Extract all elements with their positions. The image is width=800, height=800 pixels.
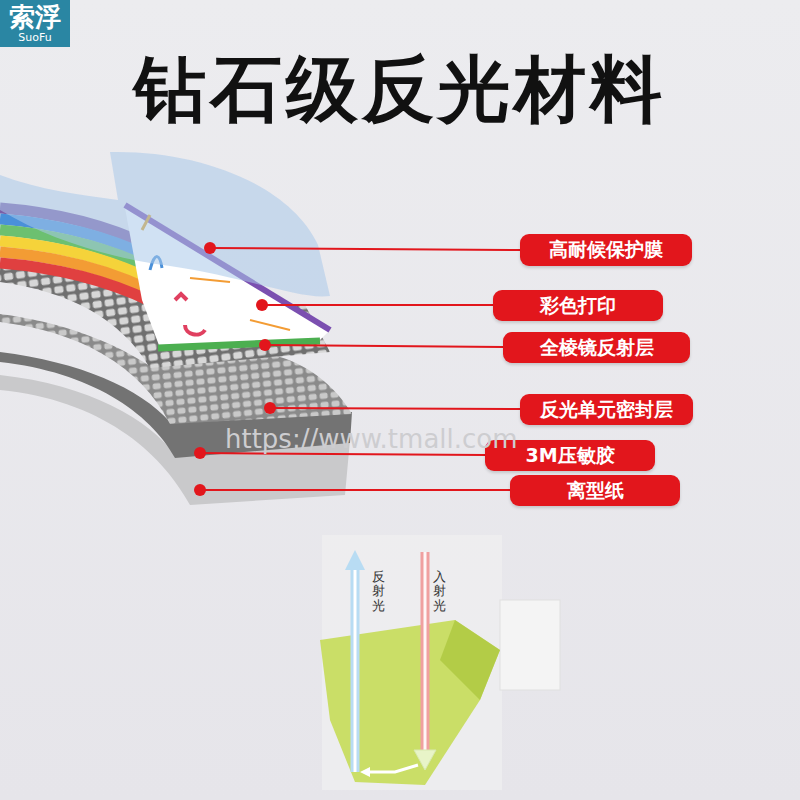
label-pill: 彩色打印 <box>493 290 663 321</box>
internal-path <box>365 765 418 772</box>
reflected-arrow <box>345 550 365 772</box>
scribble <box>250 320 290 330</box>
scribble <box>190 278 230 282</box>
arrow-label: 入射光 <box>433 570 446 613</box>
logo-text: 索浮 <box>4 3 66 32</box>
watermark: https://www.tmall.com <box>225 424 518 454</box>
incident-arrow <box>414 552 436 770</box>
leader-lines <box>200 248 520 490</box>
scribble <box>175 294 187 300</box>
pill-text: 3M压敏胶 <box>525 443 614 469</box>
logo-box: 索浮SuoFu <box>0 0 70 47</box>
prism-panel <box>500 600 560 690</box>
label-pill: 反光单元密封层 <box>520 394 693 425</box>
pill-text: 高耐候保护膜 <box>549 237 663 263</box>
arrow-label: 反射光 <box>372 570 385 613</box>
logo-subtext: SuoFu <box>4 32 66 44</box>
prism-facet <box>440 620 500 700</box>
scribble <box>185 325 205 335</box>
label-pill: 高耐候保护膜 <box>520 234 692 266</box>
pill-text: 彩色打印 <box>540 293 616 319</box>
label-pill: 离型纸 <box>510 475 680 506</box>
title: 钻石级反光材料 <box>0 50 800 129</box>
label-pill: 全棱镜反射层 <box>503 332 690 363</box>
pill-text: 全棱镜反射层 <box>540 335 654 361</box>
pill-text: 离型纸 <box>567 478 624 504</box>
internal-path-head <box>360 767 370 777</box>
pill-text: 反光单元密封层 <box>540 397 673 423</box>
protective-film <box>0 152 330 297</box>
leader-dots <box>194 242 276 496</box>
prism-body <box>320 620 500 785</box>
